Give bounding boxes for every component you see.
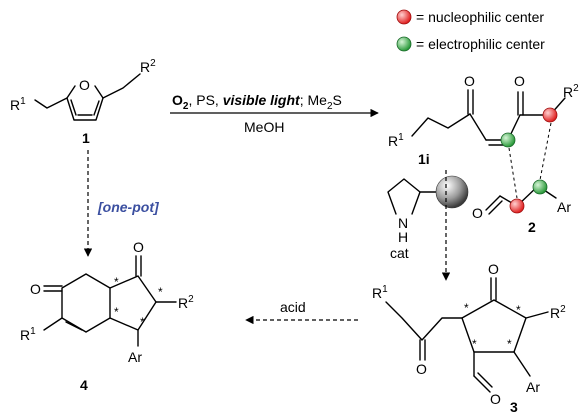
electrophilic-center-icon [532,179,548,195]
legend-electrophilic-label: = electrophilic center [416,36,545,52]
r1-label-4: R1 [20,326,36,343]
legend-nucleophilic-label: = nucleophilic center [416,9,544,25]
oxygen-3-chain: O [416,361,427,377]
compound-1-label: 1 [82,130,90,146]
interaction-line [539,122,552,181]
reaction-arrow-acid: acid [245,299,358,325]
r1-label-1i: R1 [388,132,404,149]
oxygen-2: O [472,205,483,221]
r2-label-1i: R2 [563,83,579,100]
aryl-label-3: Ar [526,379,540,395]
r2-label-3: R2 [550,304,566,321]
stereocenter-mark: * [464,301,469,315]
oxidation-conditions: O2, PS, visible light; Me2S [172,92,342,112]
compound-2-label: 2 [528,219,536,235]
one-pot-label: [one-pot] [97,199,160,215]
oxygen-4-ring: O [133,239,144,255]
reaction-arrow-one-pot: [one-pot] [83,150,160,257]
oxygen-4-left: O [30,281,41,297]
oxygen-3-ring: O [488,261,499,277]
aryl-label-4: Ar [128,349,142,365]
nucleophilic-center-icon [509,198,525,214]
catalyst-support-sphere [435,175,469,209]
nitrogen-cat: N [398,215,408,231]
stereocenter-mark: * [516,303,521,317]
interaction-line [508,147,518,199]
stereocenter-mark: * [158,285,163,299]
nucleophilic-center-icon [396,9,412,25]
aryl-label-2: Ar [557,199,571,215]
r1-label: R1 [10,96,26,113]
oxygen-3-aldehyde: O [490,391,501,407]
compound-1-structure: O R1 R2 1 [10,58,156,146]
stereocenter-mark: * [140,315,145,329]
acid-label: acid [280,299,306,315]
stereocenter-mark: * [472,337,477,351]
oxygen-1i-left: O [464,73,475,89]
reaction-arrow-oxidation: O2, PS, visible light; Me2S MeOH [170,92,379,135]
compound-2-structure: O Ar 2 [472,179,571,235]
catalyst-structure: N H cat [387,175,469,261]
r1-label-3: R1 [372,284,388,301]
catalyst-label: cat [390,245,409,261]
electrophilic-center-icon [396,36,412,52]
compound-1i-structure: R1 O O R2 1i [388,73,579,167]
compound-4-label: 4 [80,377,88,393]
furan-oxygen: O [79,77,90,93]
compound-3-structure: R1 O O R2 Ar O * * * * 3 [372,261,566,414]
compound-3-label: 3 [510,399,518,414]
compound-4-structure: O R1 O R2 Ar * * * * 4 [20,239,194,393]
stereocenter-mark: * [114,275,119,289]
r2-label: R2 [140,58,156,75]
nucleophilic-center-icon [542,107,558,123]
electrophilic-center-icon [500,132,516,148]
r2-label-4: R2 [178,294,194,311]
stereocenter-mark: * [507,337,512,351]
hydrogen-cat: H [398,229,408,245]
compound-1i-label: 1i [418,151,430,167]
oxidation-solvent: MeOH [244,119,284,135]
oxygen-1i-right: O [514,73,525,89]
stereocenter-mark: * [114,305,119,319]
legend: = nucleophilic center = electrophilic ce… [396,9,545,52]
